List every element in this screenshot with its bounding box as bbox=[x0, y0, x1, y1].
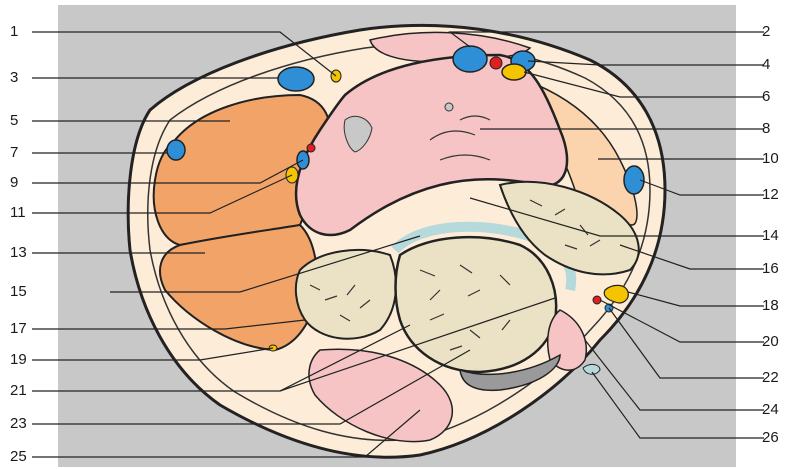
label-13: 13 bbox=[10, 245, 32, 261]
artery-9 bbox=[307, 144, 315, 152]
label-24: 24 bbox=[762, 402, 792, 418]
label-8: 8 bbox=[762, 121, 792, 137]
label-25: 25 bbox=[10, 449, 32, 465]
label-12: 12 bbox=[762, 187, 792, 203]
label-7: 7 bbox=[10, 145, 32, 161]
label-1: 1 bbox=[10, 24, 32, 40]
vein-7 bbox=[167, 140, 185, 160]
label-20: 20 bbox=[762, 334, 792, 350]
condyle-left bbox=[296, 250, 396, 339]
label-26: 26 bbox=[762, 430, 792, 446]
label-5: 5 bbox=[10, 113, 32, 129]
label-9: 9 bbox=[10, 175, 32, 191]
label-21: 21 bbox=[10, 383, 32, 399]
label-23: 23 bbox=[10, 416, 32, 432]
label-15: 15 bbox=[10, 284, 32, 300]
label-3: 3 bbox=[10, 70, 32, 86]
nerve-6 bbox=[502, 64, 526, 80]
label-17: 17 bbox=[10, 321, 32, 337]
label-16: 16 bbox=[762, 261, 792, 277]
bone-foramen bbox=[445, 103, 453, 111]
label-6: 6 bbox=[762, 89, 792, 105]
label-18: 18 bbox=[762, 298, 792, 314]
label-14: 14 bbox=[762, 228, 792, 244]
vein-2 bbox=[453, 46, 487, 72]
label-22: 22 bbox=[762, 370, 792, 386]
label-2: 2 bbox=[762, 24, 792, 40]
condyle-central bbox=[396, 237, 557, 372]
vein-3 bbox=[278, 67, 314, 91]
artery-20 bbox=[593, 296, 601, 304]
label-4: 4 bbox=[762, 57, 792, 73]
label-11: 11 bbox=[10, 205, 32, 221]
artery-4 bbox=[490, 57, 502, 69]
label-10: 10 bbox=[762, 151, 792, 167]
label-19: 19 bbox=[10, 352, 32, 368]
